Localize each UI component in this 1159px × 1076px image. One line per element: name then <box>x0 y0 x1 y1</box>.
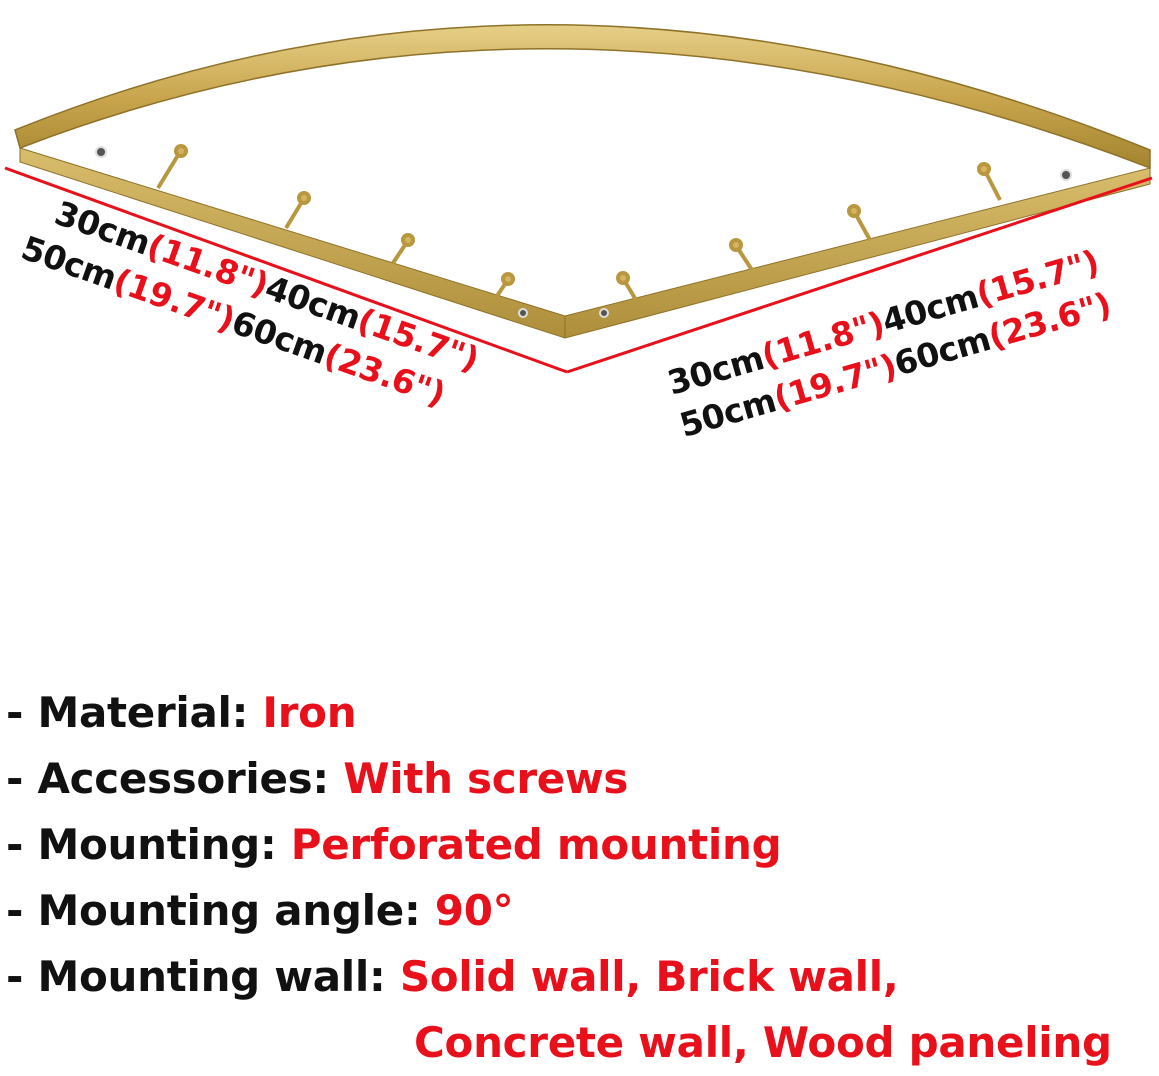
spec-mounting-wall-continued: Concrete wall, Wood paneling <box>414 1018 1112 1067</box>
screw-hole <box>95 146 107 158</box>
spec-value: With screws <box>343 754 629 803</box>
screw-hole <box>518 308 528 318</box>
corner-hook-rack-illustration <box>4 24 1153 374</box>
spec-label: - Mounting wall: <box>6 952 400 1001</box>
measure-line-left <box>4 166 568 374</box>
screw-hole <box>599 308 609 318</box>
spec-label: - Accessories: <box>6 754 344 803</box>
spec-accessories: - Accessories: With screws <box>6 746 1156 812</box>
spec-value: Solid wall, Brick wall, <box>399 952 899 1001</box>
measure-line-right <box>566 176 1153 374</box>
spec-mounting-wall: - Mounting wall: Solid wall, Brick wall, <box>6 944 1156 1010</box>
spec-label: - Material: <box>6 688 263 737</box>
spec-label: - Mounting angle: <box>6 886 435 935</box>
spec-value: Iron <box>262 688 357 737</box>
spec-label: - Mounting: <box>6 820 291 869</box>
spec-value: Perforated mounting <box>290 820 782 869</box>
screw-hole <box>1060 169 1072 181</box>
spec-value: 90° <box>434 886 514 935</box>
spec-material: - Material: Iron <box>6 680 1156 746</box>
rack-right-bar <box>564 167 1151 339</box>
spec-mounting: - Mounting: Perforated mounting <box>6 812 1156 878</box>
spec-list: - Material: Iron - Accessories: With scr… <box>6 680 1156 1076</box>
spec-mounting-angle: - Mounting angle: 90° <box>6 878 1156 944</box>
